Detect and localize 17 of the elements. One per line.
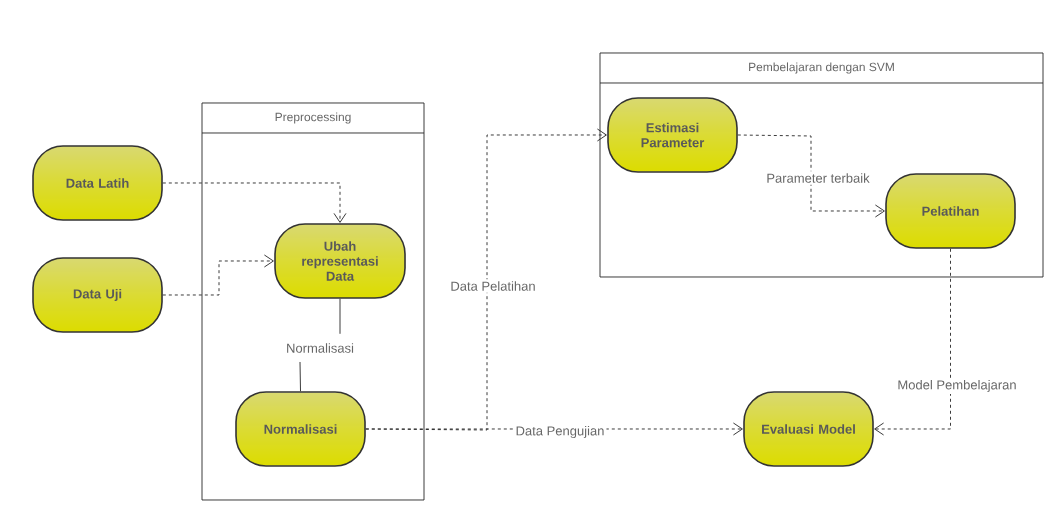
activity-node: Ubah representasi Data	[274, 223, 406, 299]
edge-label: Parameter terbaik	[764, 171, 872, 185]
activity-node: Normalisasi	[235, 391, 366, 467]
activity-node: Data Uji	[32, 257, 163, 333]
activity-node: Pelatihan	[885, 173, 1016, 249]
edge-label: Normalisasi	[284, 341, 356, 355]
edge-label: Data Pengujian	[513, 423, 607, 441]
arrow	[299, 298, 341, 392]
edge-label: Data Pelatihan	[448, 279, 538, 293]
arrow	[162, 254, 274, 296]
edge-label: Model Pembelajaran	[895, 377, 1019, 395]
activity-node: Estimasi Parameter	[607, 97, 738, 173]
arrow	[874, 248, 951, 436]
activity-node: Evaluasi Model	[743, 391, 874, 467]
arrow	[162, 182, 347, 223]
arrow	[737, 134, 885, 218]
activity-node: Data Latih	[32, 145, 163, 221]
